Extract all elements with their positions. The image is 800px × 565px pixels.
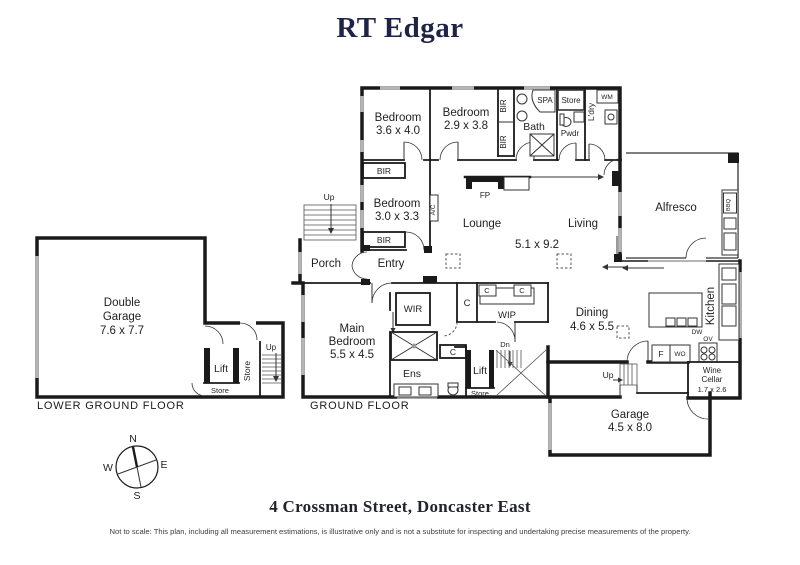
svg-text:Garage: Garage [103,311,141,323]
stairs-lower-up: Up [262,343,282,384]
stairs-garage-up: Up [603,363,638,397]
svg-text:Double: Double [104,297,140,309]
svg-text:Garage: Garage [611,409,649,421]
ground-floor-dining-kitchen: Dining 4.6 x 5.5 F WO OV [546,254,742,400]
ov-label: OV [703,336,713,343]
lift-label-lower: Lift [214,363,228,375]
c-label-wip-2: C [519,286,525,295]
compass-s: S [133,490,140,502]
room-label-bedroom-1: Bedroom 3.6 x 4.0 [375,112,422,137]
svg-text:Main: Main [340,323,365,335]
ground-floor-bedroom-wing: Bedroom 3.6 x 4.0 Bedroom 2.9 x 3.8 BIR … [360,86,622,253]
c-label-wip-1: C [484,286,490,295]
stairs-entry-up: Up [303,192,357,241]
bir-label-3: BIR [377,166,391,176]
bbq-label: BBQ [726,198,732,211]
svg-text:Bedroom: Bedroom [374,198,421,210]
up-label-garage: Up [603,370,614,380]
room-label-wine-cellar: Wine Cellar 1.7 x 2.6 [698,366,727,394]
stairs-down: Dn [496,340,522,368]
wm-label: WM [601,94,613,101]
kitchen-label: Kitchen [705,287,717,325]
store-label-lower-h: Store [211,386,229,395]
ground-floor-main-bedroom-wing: Main Bedroom 5.5 x 4.5 WIR Ens C [301,281,550,399]
alfresco-label: Alfresco [655,202,697,214]
svg-text:Wine: Wine [703,366,722,375]
living-label: Living [568,218,598,230]
svg-text:Bedroom: Bedroom [329,336,376,348]
bir-label-1: BIR [499,99,508,113]
svg-text:3.0 x 3.3: 3.0 x 3.3 [375,211,419,223]
dw-label: DW [692,329,704,336]
c-label-hall: C [464,298,471,309]
powder-label: Pwdr [561,129,580,138]
store-label-top: Store [561,96,581,105]
property-address: 4 Crossman Street, Doncaster East [269,497,531,516]
c-label-ens: C [450,347,456,357]
lift-label-ground: Lift [473,365,487,377]
compass-e: E [160,459,167,471]
porch-label: Porch [311,258,341,270]
svg-text:Dining: Dining [576,307,609,319]
store-label-lower-v: Store [242,361,252,382]
spa-bath-fixture [531,89,556,113]
shower-ensuite [390,331,438,361]
room-label-double-garage: Double Garage 7.6 x 7.7 [100,297,144,337]
lower-ground-floor: Lift Store Store Up [35,236,285,412]
spa-label: SPA [537,96,553,105]
ground-floor-lounge-living: FP Lounge Living 5.1 x 9.2 [463,158,622,269]
svg-text:1.7 x 2.6: 1.7 x 2.6 [698,385,727,394]
floor-label-ground: GROUND FLOOR [310,400,409,412]
bir-label-4: BIR [377,235,391,245]
fp-label: FP [480,191,490,200]
wip-label: WIP [498,310,516,321]
fridge-label: F [658,349,663,359]
bir-label-2: BIR [499,135,508,149]
alfresco-area: BBQ Alfresco [602,152,739,270]
svg-text:Bedroom: Bedroom [443,107,490,119]
disclaimer-text: Not to scale: This plan, including all m… [109,527,691,536]
svg-text:Cellar: Cellar [702,375,723,384]
brand-logo: RT Edgar [336,12,464,44]
entry-label: Entry [378,258,405,270]
compass-n: N [129,433,137,445]
room-label-bedroom-3: Bedroom 3.0 x 3.3 [374,198,421,223]
room-label-garage: Garage 4.5 x 8.0 [608,409,652,434]
wo-label: WO [674,351,685,358]
svg-text:4.5 x 8.0: 4.5 x 8.0 [608,422,652,434]
ensuite-label: Ens [403,368,421,380]
room-label-main-bedroom: Main Bedroom 5.5 x 4.5 [329,323,376,361]
svg-text:Bedroom: Bedroom [375,112,422,124]
svg-text:5.5 x 4.5: 5.5 x 4.5 [330,349,374,361]
wir-label: WIR [404,304,423,315]
bath-label: Bath [523,121,545,133]
up-label-entry: Up [324,192,335,202]
compass: N E S W [103,433,167,502]
dn-label: Dn [500,340,510,349]
laundry-label: L'dry [586,102,596,121]
compass-w: W [103,462,113,474]
washing-machine [596,89,619,104]
bbq [723,192,737,214]
up-label-lower: Up [266,343,277,352]
ground-floor-entry-wing: BIR A/C BIR Bedroom 3.0 x 3.3 U [291,159,461,285]
store-label-ground: Store [471,389,489,398]
lounge-label: Lounge [463,218,501,230]
room-label-dining: Dining 4.6 x 5.5 [570,307,614,333]
floor-label-lower: LOWER GROUND FLOOR [37,400,185,412]
svg-text:2.9 x 3.8: 2.9 x 3.8 [444,120,488,132]
ac-label: A/C [430,204,437,215]
lounge-living-dims: 5.1 x 9.2 [515,239,559,251]
svg-text:3.6 x 4.0: 3.6 x 4.0 [376,125,420,137]
svg-text:7.6 x 7.7: 7.6 x 7.7 [100,325,144,337]
room-label-bedroom-2: Bedroom 2.9 x 3.8 [443,107,490,132]
ground-floor-garage: Up Garage 4.5 x 8.0 GROUND FLOOR [310,363,712,457]
svg-text:4.6 x 5.5: 4.6 x 5.5 [570,321,614,333]
